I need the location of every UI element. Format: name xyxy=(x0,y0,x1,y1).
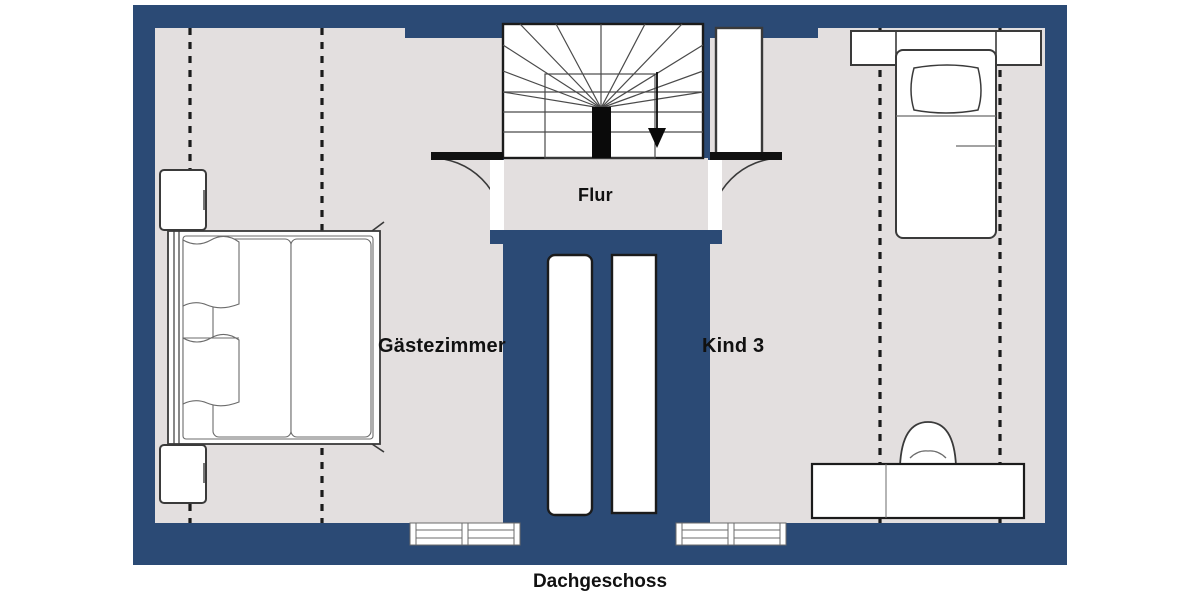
nightstand-bottom xyxy=(159,444,207,504)
window-gaestezimmer xyxy=(409,522,521,546)
door-opening-kind3 xyxy=(708,160,722,230)
window-kind3 xyxy=(675,522,787,546)
furniture-gaestezimmer xyxy=(159,169,385,504)
floorplan-caption: Dachgeschoss xyxy=(532,571,668,592)
nightstand-top xyxy=(159,169,207,231)
single-bed xyxy=(895,49,997,239)
desk-chair xyxy=(899,421,957,467)
partition-wall-center xyxy=(592,244,612,523)
closet-niche xyxy=(714,26,764,160)
floor-gaestezimmer-upper-step xyxy=(155,28,405,38)
wardrobe-left xyxy=(546,253,594,517)
stair-down-arrow-icon xyxy=(648,72,666,148)
door-kind3 xyxy=(708,152,783,231)
doors xyxy=(430,152,783,231)
floor-gaestezimmer-right xyxy=(405,38,503,523)
staircase xyxy=(501,22,705,160)
desk xyxy=(810,462,1026,520)
room-label-kind3: Kind 3 xyxy=(702,335,765,357)
door-gaestezimmer xyxy=(430,152,504,231)
room-label-flur: Flur xyxy=(578,185,613,205)
double-bed xyxy=(167,221,385,453)
floor-flur xyxy=(490,158,722,244)
furniture-kind3 xyxy=(810,30,1042,520)
stair-newel-post xyxy=(592,107,611,158)
windows xyxy=(409,522,787,546)
flur-wall-bottom xyxy=(490,230,722,244)
room-label-gaestezimmer: Gästezimmer xyxy=(378,335,506,357)
wardrobe-right xyxy=(610,253,658,515)
wardrobes xyxy=(546,253,658,517)
door-opening-gaestezimmer xyxy=(490,160,504,230)
